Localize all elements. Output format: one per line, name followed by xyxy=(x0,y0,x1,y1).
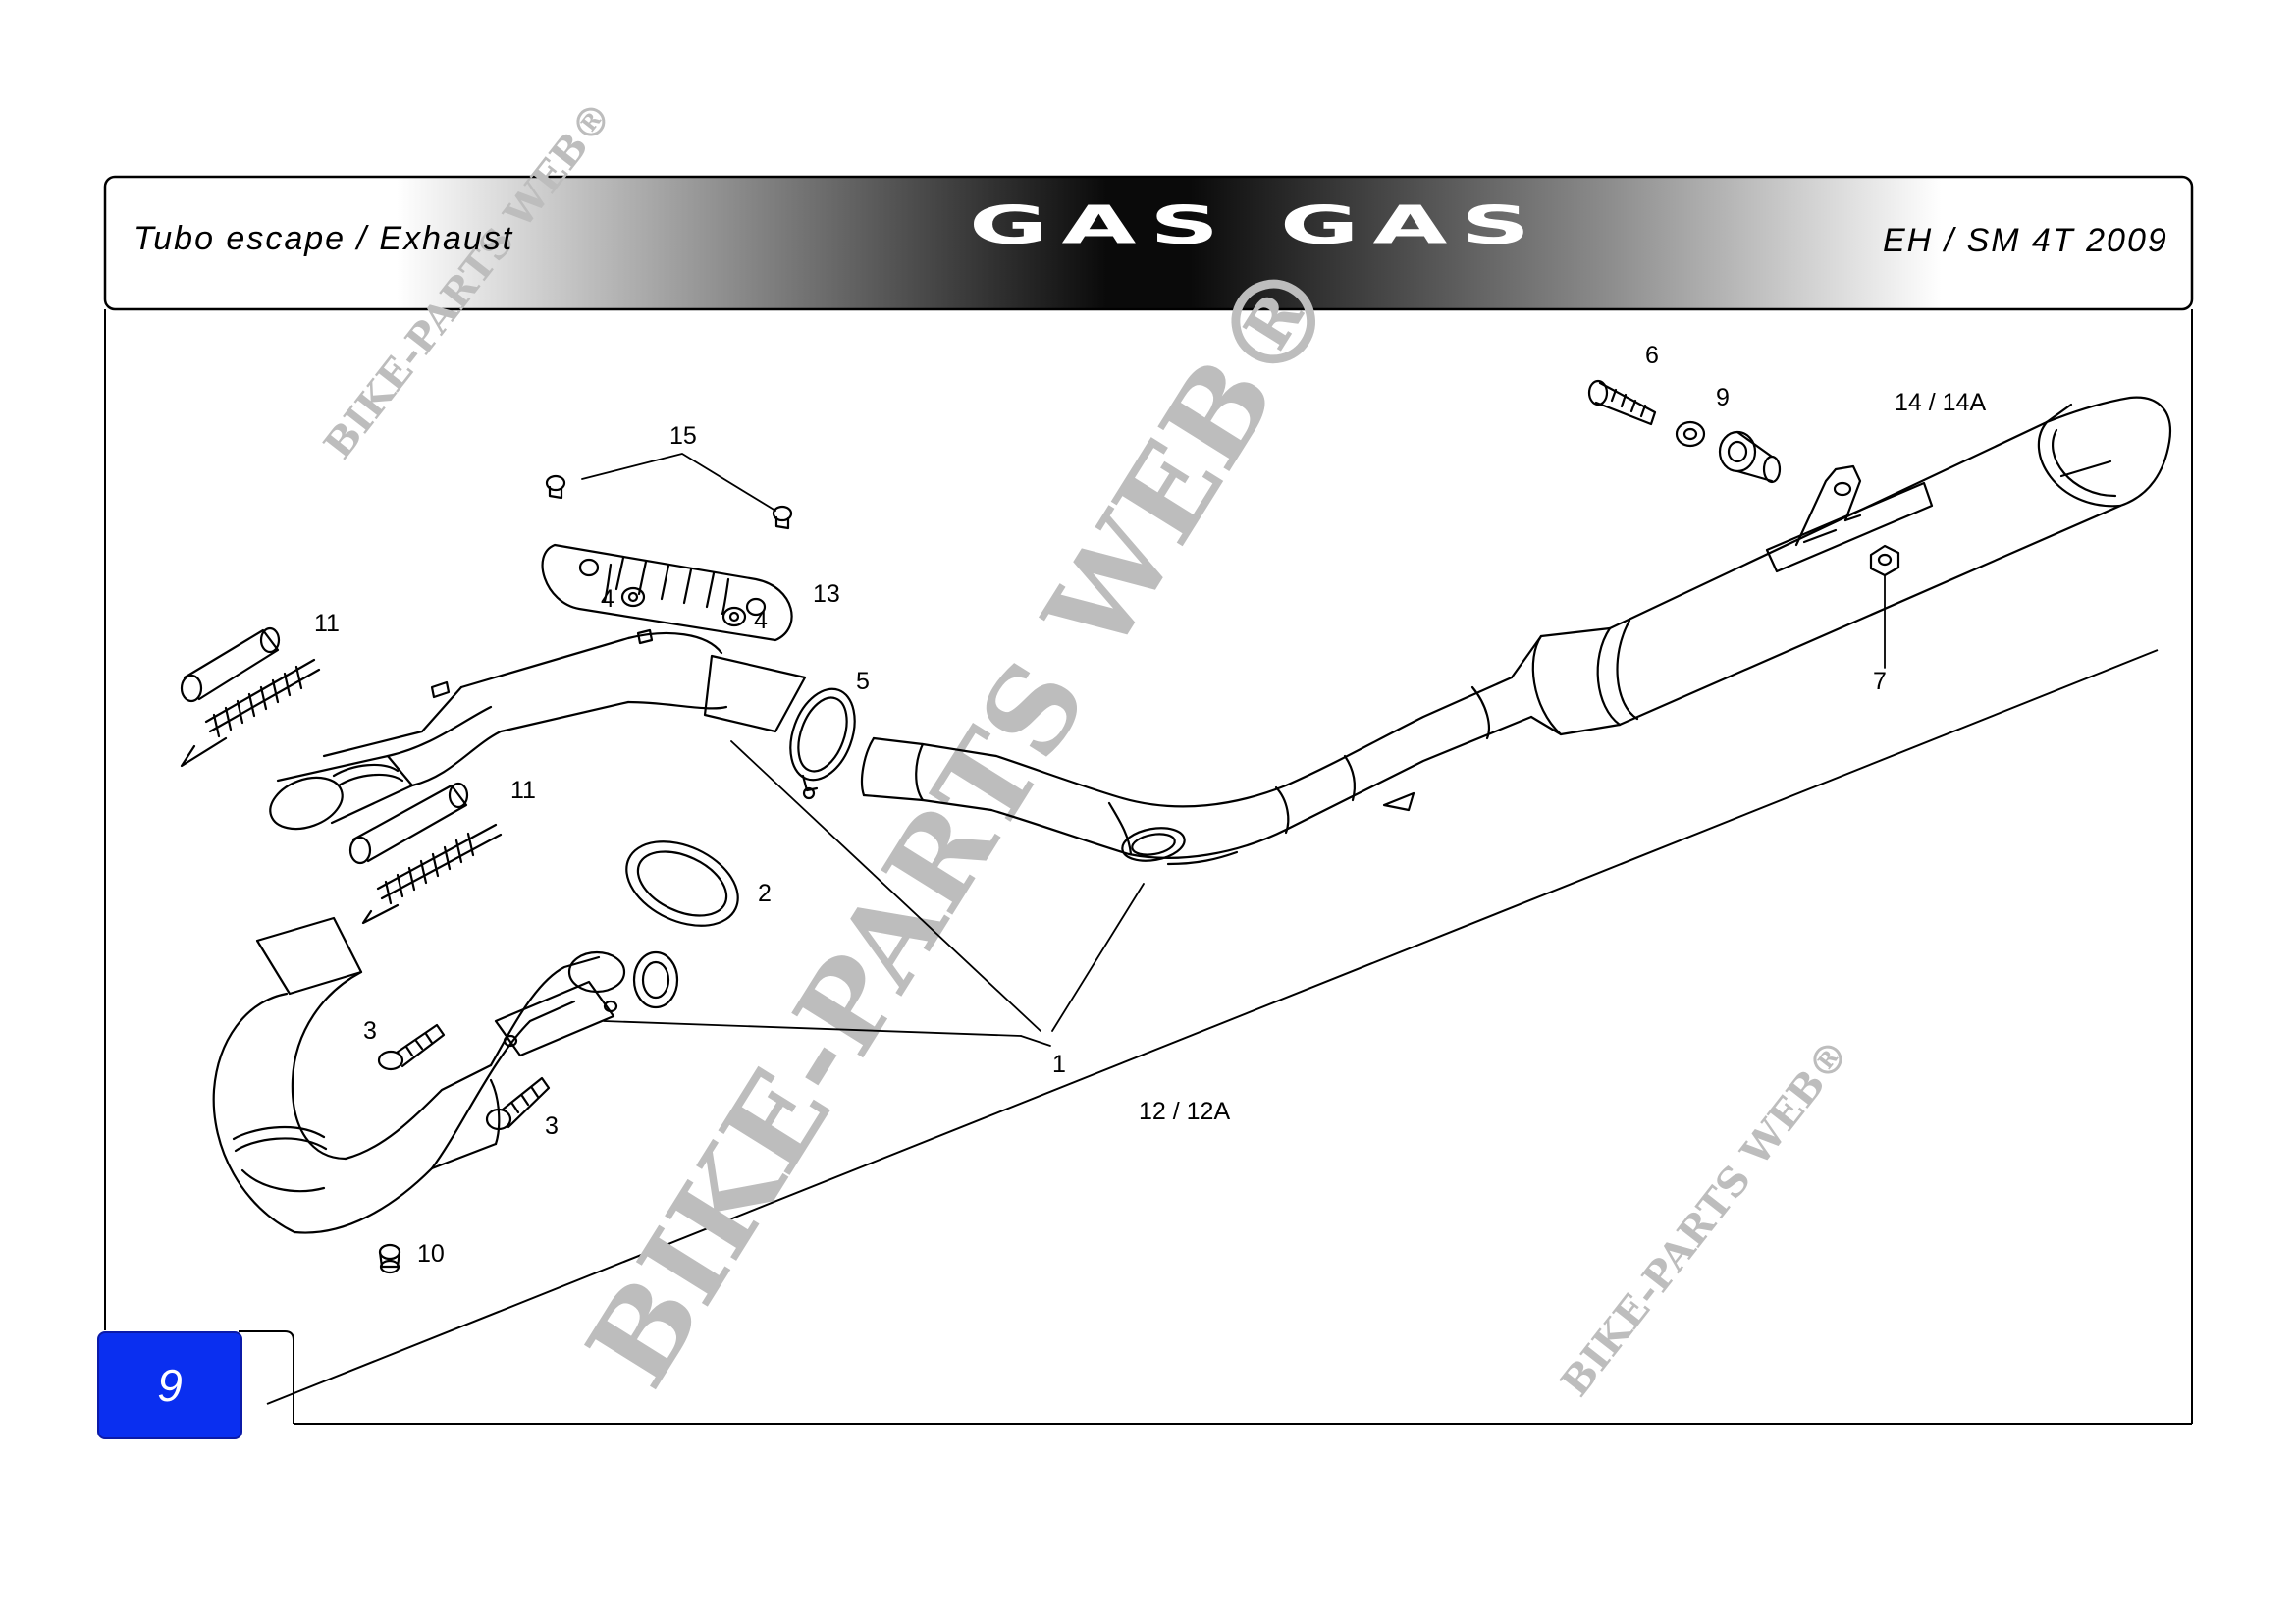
header-band xyxy=(103,175,2194,311)
spring-upper xyxy=(180,658,321,768)
callouts: 1 2 3 3 4 4 5 6 7 9 10 11 11 12 / 12A 13… xyxy=(314,342,1986,1268)
header-pipe-lower xyxy=(212,916,679,1234)
washer xyxy=(1675,420,1706,448)
spring-lower xyxy=(361,823,503,925)
callout-13: 13 xyxy=(813,580,840,608)
callout-3-lower: 3 xyxy=(545,1112,559,1140)
callout-1: 1 xyxy=(1052,1051,1066,1078)
flange-bolt-lower xyxy=(485,1076,551,1131)
section-title: Tubo escape / Exhaust xyxy=(133,220,514,257)
silencer-bolt xyxy=(1587,379,1657,426)
diagram-frame xyxy=(104,309,2193,1425)
callout-11-upper: 11 xyxy=(314,610,340,637)
page-number-badge: 9 xyxy=(97,1331,242,1439)
callout-7: 7 xyxy=(1873,668,1887,695)
silencer xyxy=(1510,396,2172,736)
flange-bolt-upper xyxy=(377,1023,446,1071)
page-number: 9 xyxy=(157,1360,183,1411)
callout-6: 6 xyxy=(1645,342,1659,369)
callout-5: 5 xyxy=(856,668,870,695)
callout-10: 10 xyxy=(417,1240,445,1268)
callout-14: 14 / 14A xyxy=(1895,389,1986,416)
shield-screw-right xyxy=(772,505,793,530)
leader-lines xyxy=(581,453,1886,1047)
sleeve-lower xyxy=(348,782,469,865)
shield-washer-right xyxy=(721,606,747,627)
callout-9: 9 xyxy=(1716,384,1730,411)
watermark-small-bottom: BIKE-PARTS WEB® xyxy=(1552,1030,1859,1405)
brand-logo: GAS GAS xyxy=(969,194,1544,256)
sleeve-upper xyxy=(180,626,281,703)
small-bolt xyxy=(378,1243,401,1274)
callout-4-right: 4 xyxy=(754,607,768,634)
shield-washer-left xyxy=(620,586,646,608)
callout-15: 15 xyxy=(669,422,697,450)
ground-line xyxy=(266,649,2159,1405)
header-pipe-upper xyxy=(269,628,807,831)
watermark-large: BIKE-PARTS WEB® xyxy=(561,237,1363,1409)
callout-3-upper: 3 xyxy=(363,1017,377,1045)
callout-4-left: 4 xyxy=(601,585,614,613)
shield-screw-left xyxy=(545,474,566,500)
mid-pipe xyxy=(860,676,1533,866)
rubber-grommet xyxy=(1718,430,1782,484)
pipe-clamp xyxy=(789,687,856,800)
callout-11-lower: 11 xyxy=(510,777,536,804)
callout-12: 12 / 12A xyxy=(1139,1098,1230,1125)
heat-shield xyxy=(541,543,793,642)
exhaust-gasket xyxy=(625,840,739,927)
callout-2: 2 xyxy=(758,880,772,907)
model-title: EH / SM 4T 2009 xyxy=(1883,222,2168,259)
